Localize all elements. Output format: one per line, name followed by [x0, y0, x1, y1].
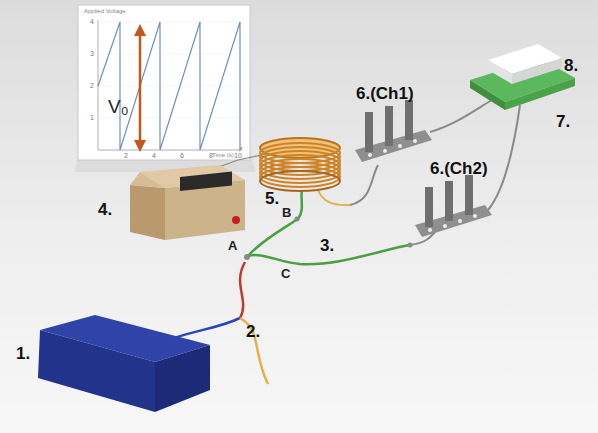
digitizer-board: [470, 44, 575, 110]
tick-label: 6: [180, 152, 184, 159]
voltage-label: V₀: [108, 96, 129, 118]
axis-title: Time (s): [212, 152, 234, 158]
coil: [260, 138, 340, 191]
callout-number: 8.: [564, 56, 578, 76]
tick-label: 2: [124, 152, 128, 159]
callout-number: 1.: [16, 344, 30, 364]
axis-title: Applied Voltage: [84, 8, 126, 14]
point-label: A: [228, 238, 237, 253]
tick-label: 4: [90, 18, 94, 25]
tick-label: 2: [90, 82, 94, 89]
point-label: C: [281, 266, 290, 281]
connector: [415, 175, 492, 237]
callout-number: 2.: [246, 322, 260, 342]
callout-number: 4.: [98, 200, 112, 220]
callout-number: 5.: [265, 189, 279, 209]
tick-label: 10: [234, 152, 242, 159]
trigger-box: [130, 165, 245, 240]
voltage-chart: [74, 5, 256, 172]
callout-number: 6.(Ch2): [430, 159, 488, 179]
tick-label: 8: [209, 152, 213, 159]
tick-label: 1: [90, 114, 94, 121]
power-supply: [38, 315, 210, 412]
tick-label: 4: [152, 152, 156, 159]
point-label: B: [282, 205, 291, 220]
callout-number: 7.: [556, 112, 570, 132]
connector: [355, 100, 432, 162]
tick-label: 3: [90, 50, 94, 57]
callout-number: 3.: [320, 236, 334, 256]
callout-number: 6.(Ch1): [356, 84, 414, 104]
